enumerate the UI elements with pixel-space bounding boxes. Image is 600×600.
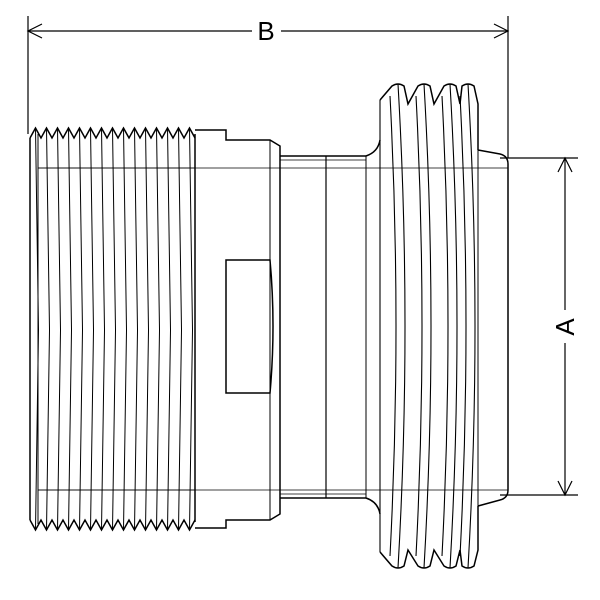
thread-crest: [57, 127, 62, 531]
hidden-lines: [38, 167, 508, 491]
tail-root: [389, 95, 397, 557]
dim-b-arrow-left: [26, 23, 43, 39]
thread-crest: [90, 127, 95, 531]
tail-crest: [423, 83, 432, 569]
dim-b-label: B: [257, 16, 274, 46]
thread-crest: [189, 127, 194, 531]
dim-a-arrow-top: [557, 156, 573, 173]
tail-root: [415, 95, 423, 557]
thread-crest: [79, 127, 84, 531]
hex-body: [195, 129, 281, 529]
hex-outline: [195, 129, 281, 529]
tail-crest: [449, 83, 458, 569]
tail-root: [441, 95, 449, 557]
thread-crest-lines: [35, 127, 194, 531]
dim-a-arrow-bottom: [557, 480, 573, 497]
tail-crest: [397, 83, 406, 569]
male-thread-section: [29, 126, 196, 532]
dimension-b: [26, 16, 510, 158]
thread-crest: [156, 127, 161, 531]
thread-crest: [46, 127, 51, 531]
tail-thread-top-profile: [379, 83, 479, 150]
thread-crest: [101, 127, 106, 531]
neck-section: [280, 139, 381, 515]
thread-crest: [68, 127, 73, 531]
thread-crest: [134, 127, 139, 531]
hex-face-window: [225, 259, 274, 394]
thread-crest: [178, 127, 183, 531]
thread-top-profile: [29, 126, 196, 140]
dim-a-label: A: [550, 318, 580, 336]
thread-crest: [167, 127, 172, 531]
thread-crest: [35, 127, 40, 531]
tail-crest: [467, 83, 476, 569]
tail-thread-bottom-profile: [379, 506, 479, 569]
thread-crest: [145, 127, 150, 531]
tail-thread-section: [379, 83, 509, 569]
tail-spigot: [477, 149, 509, 507]
tail-root: [459, 95, 467, 557]
thread-crest: [112, 127, 117, 531]
tail-thread-crest-curves: [379, 83, 476, 569]
thread-crest: [123, 127, 128, 531]
dim-b-arrow-right: [493, 23, 510, 39]
dimension-a: [500, 156, 578, 497]
